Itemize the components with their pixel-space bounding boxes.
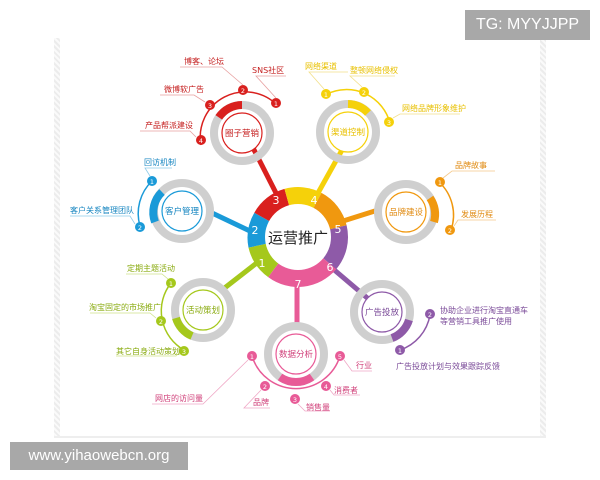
node-channel-control[interactable]: 渠道控制 1 2 3 网络渠道 整顿网络侵权 网络品牌形象维护 bbox=[305, 61, 466, 164]
svg-text:3: 3 bbox=[182, 348, 186, 356]
node-title: 渠道控制 bbox=[331, 127, 365, 138]
leaf-label: 定期主题活动 bbox=[127, 263, 175, 273]
leaf-label: 产品帮派建设 bbox=[145, 120, 193, 130]
svg-text:3: 3 bbox=[208, 102, 212, 110]
svg-text:3: 3 bbox=[293, 396, 297, 404]
hub-num-3: 3 bbox=[273, 194, 280, 207]
hub-num-2: 2 bbox=[252, 224, 259, 237]
leaf-label: 品牌 bbox=[253, 397, 269, 407]
connector-customer-management bbox=[208, 209, 254, 235]
watermark-badge-bottom: www.yihaowebcn.org bbox=[10, 442, 188, 470]
node-brand-building[interactable]: 品牌建设 1 2 品牌故事 发展历程 bbox=[374, 160, 496, 244]
node-customer-management[interactable]: 客户管理 1 2 回访机制 客户关系管理团队 bbox=[70, 157, 214, 243]
svg-text:2: 2 bbox=[263, 383, 267, 391]
svg-text:1: 1 bbox=[274, 100, 278, 108]
leaf-label: 整顿网络侵权 bbox=[350, 65, 398, 75]
svg-text:1: 1 bbox=[438, 179, 442, 187]
node-circle-marketing[interactable]: 圈子营销 1 2 3 4 SNS社区 博客、论坛 微博软广告 产品帮派建设 bbox=[140, 56, 286, 165]
svg-text:2: 2 bbox=[159, 318, 163, 326]
leaf-label: SNS社区 bbox=[252, 65, 284, 75]
node-title: 活动策划 bbox=[186, 305, 220, 316]
connector-brand-building bbox=[339, 207, 379, 225]
node-ad-placement[interactable]: 广告投放 1 2 广告投放计划与效果跟踪反馈 协助企业进行淘宝直通车 等营销工具… bbox=[350, 280, 528, 371]
svg-text:3: 3 bbox=[387, 119, 391, 127]
node-title: 品牌建设 bbox=[389, 207, 424, 218]
leaf-label: 广告投放计划与效果跟踪反馈 bbox=[396, 361, 500, 371]
svg-text:2: 2 bbox=[138, 224, 142, 232]
hub-num-5: 5 bbox=[335, 223, 342, 236]
node-title: 广告投放 bbox=[365, 307, 400, 318]
svg-text:2: 2 bbox=[362, 89, 366, 97]
leaf-label: 淘宝固定的市场推广 bbox=[89, 302, 161, 312]
leaf-label: 销售量 bbox=[306, 402, 330, 412]
node-event-planning[interactable]: 活动策划 1 2 3 定期主题活动 淘宝固定的市场推广 其它自身活动策划 bbox=[89, 263, 235, 357]
hub-title: 运营推广 bbox=[268, 229, 328, 247]
hub-num-1: 1 bbox=[259, 257, 266, 270]
hub-num-4: 4 bbox=[311, 194, 318, 207]
watermark-badge-top: TG: MYYJJPP bbox=[465, 10, 590, 40]
svg-text:1: 1 bbox=[398, 347, 402, 355]
node-title: 数据分析 bbox=[279, 349, 314, 360]
node-title: 客户管理 bbox=[165, 206, 200, 217]
svg-text:1: 1 bbox=[250, 353, 254, 361]
svg-text:1: 1 bbox=[324, 91, 328, 99]
leaf-label: 发展历程 bbox=[461, 209, 493, 219]
leaf-label: 消费者 bbox=[334, 385, 358, 395]
svg-text:1: 1 bbox=[150, 178, 154, 186]
leaf-label: 其它自身活动策划 bbox=[116, 346, 180, 356]
leaf-label: 网络品牌形象维护 bbox=[402, 103, 466, 113]
svg-text:5: 5 bbox=[338, 353, 342, 361]
leaf-label: 网络渠道 bbox=[305, 61, 337, 71]
connector-ad-placement bbox=[330, 266, 374, 304]
hub-num-6: 6 bbox=[327, 261, 334, 274]
svg-text:2: 2 bbox=[428, 311, 432, 319]
node-title: 圈子营销 bbox=[225, 128, 260, 139]
frame-bottom-edge bbox=[54, 436, 546, 438]
leaf-label: 客户关系管理团队 bbox=[70, 205, 134, 215]
hub: 运营推广 1 2 3 4 5 6 7 bbox=[247, 187, 348, 291]
hub-num-7: 7 bbox=[295, 278, 302, 291]
node-data-analysis[interactable]: 数据分析 1 2 3 4 5 网店的访问量 品牌 销售量 消费者 行业 bbox=[152, 322, 372, 412]
svg-text:4: 4 bbox=[324, 383, 328, 391]
leaf-label: 微博软广告 bbox=[164, 84, 204, 94]
leaf-label: 网店的访问量 bbox=[155, 393, 203, 403]
leaf-label: 品牌故事 bbox=[455, 160, 487, 170]
svg-text:2: 2 bbox=[448, 227, 452, 235]
leaf-label: 协助企业进行淘宝直通车 bbox=[440, 305, 528, 315]
svg-text:1: 1 bbox=[169, 280, 173, 288]
frame-right-edge bbox=[540, 38, 546, 438]
leaf-label: 等营销工具推广使用 bbox=[440, 316, 512, 326]
leaf-label: 回访机制 bbox=[144, 157, 176, 167]
svg-text:4: 4 bbox=[199, 137, 203, 145]
svg-text:2: 2 bbox=[241, 87, 245, 95]
leaf-label: 行业 bbox=[356, 360, 372, 370]
leaf-label: 博客、论坛 bbox=[184, 56, 224, 66]
hub-center bbox=[265, 204, 331, 270]
connector-event-planning bbox=[220, 260, 260, 292]
frame-left-edge bbox=[54, 38, 60, 438]
